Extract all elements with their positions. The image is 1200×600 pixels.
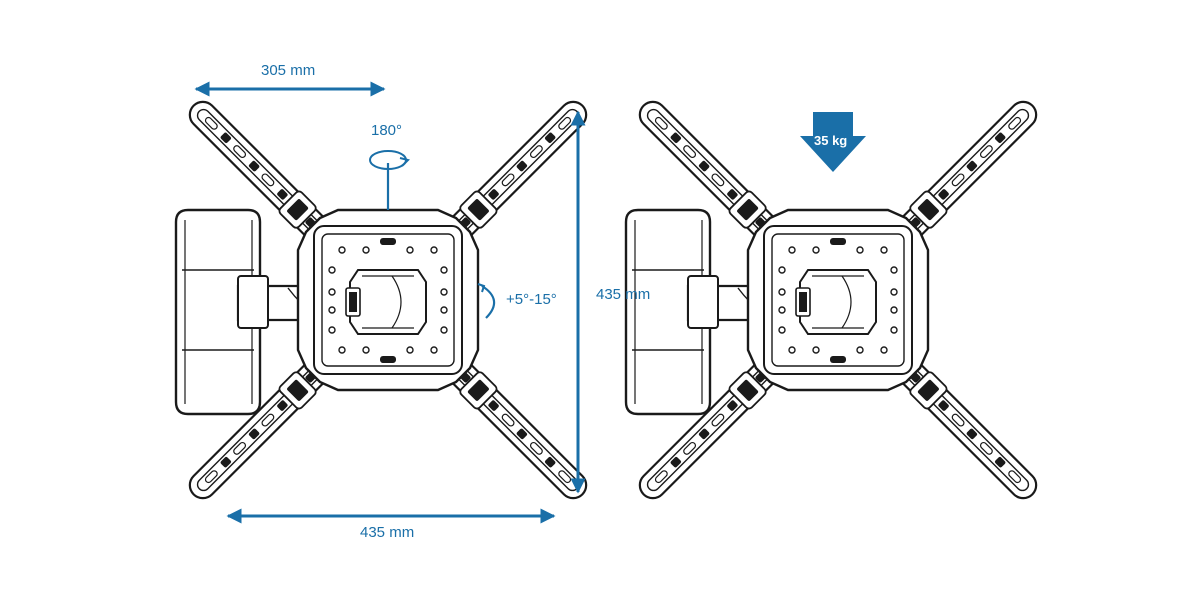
tilt-arc-icon — [477, 283, 496, 319]
rotate-icon — [369, 150, 410, 210]
load-label: 35 kg — [814, 133, 848, 148]
height-label: 435 mm — [596, 286, 651, 303]
tilt-label: +5°-15° — [506, 291, 557, 308]
down-arrow-icon — [800, 112, 866, 172]
swivel-label: 180° — [371, 122, 403, 139]
bottom-width-label: 435 mm — [360, 524, 415, 541]
top-width-label: 305 mm — [261, 62, 316, 79]
